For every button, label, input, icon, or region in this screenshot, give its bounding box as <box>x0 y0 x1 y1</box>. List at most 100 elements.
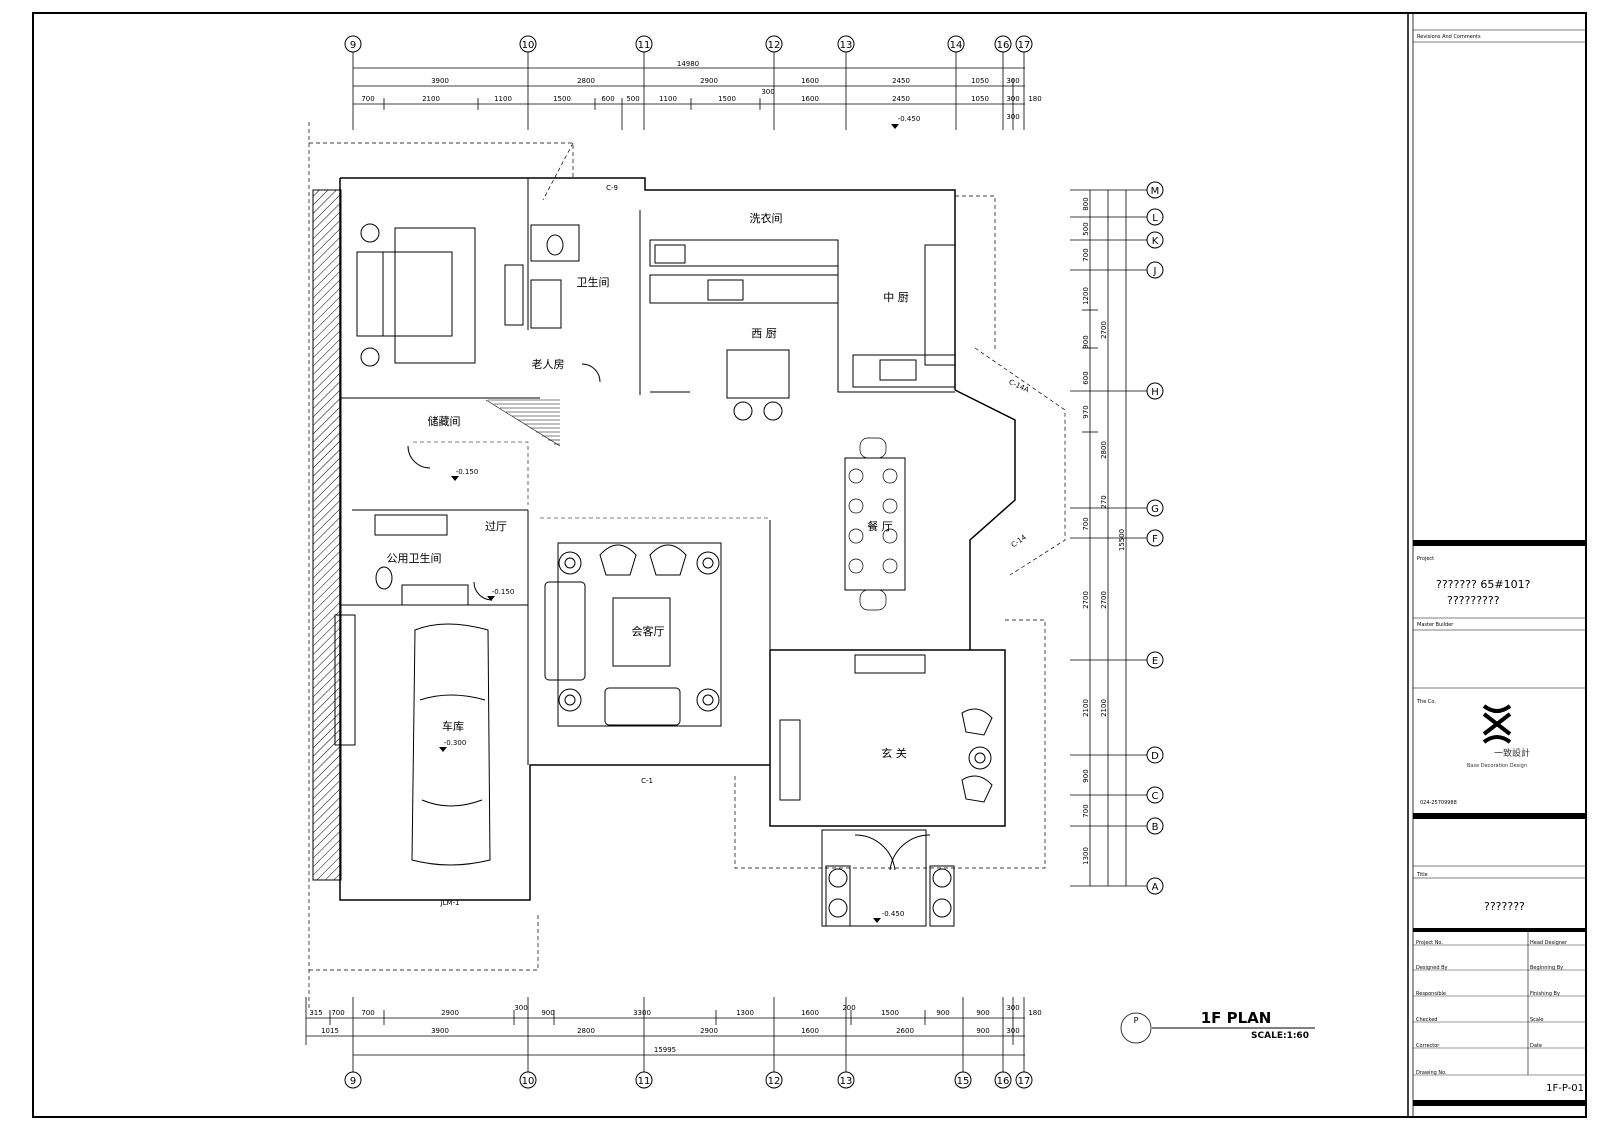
svg-text:180: 180 <box>1028 95 1041 103</box>
room-bathroom: 卫生间 <box>577 275 610 289</box>
svg-text:Corrector: Corrector <box>1416 1043 1440 1049</box>
svg-text:900: 900 <box>936 1009 949 1017</box>
svg-text:Beginning By: Beginning By <box>1530 965 1563 971</box>
room-western-kitchen: 西 厨 <box>751 327 777 340</box>
right-grid-axis <box>1070 189 1147 887</box>
svg-text:2100: 2100 <box>1100 699 1108 717</box>
logo-text: 一致設計 <box>1494 747 1530 759</box>
room-public-bath: 公用卫生间 <box>387 551 442 565</box>
svg-text:1300: 1300 <box>1082 847 1090 865</box>
room-chinese-kitchen: 中 厨 <box>883 291 909 304</box>
svg-text:2700: 2700 <box>1100 591 1108 609</box>
svg-text:1300: 1300 <box>736 1009 754 1017</box>
tb-owner-label: Master Builder <box>1417 622 1454 628</box>
plan-title: 1F PLAN <box>1201 1009 1272 1027</box>
right-grid-bubbles: M L K J H G F E D C B A <box>1146 181 1164 895</box>
svg-text:1600: 1600 <box>801 1027 819 1035</box>
grid-right-D: D <box>1151 751 1159 762</box>
svg-text:300: 300 <box>1006 113 1019 121</box>
room-labels: 洗衣间 中 厨 卫生间 西 厨 老人房 储藏间 过厅 餐 厅 公用卫生间 会客厅… <box>387 211 909 760</box>
svg-text:Date: Date <box>1530 1043 1542 1049</box>
svg-text:180: 180 <box>1028 1009 1041 1017</box>
svg-text:1500: 1500 <box>881 1009 899 1017</box>
svg-text:2100: 2100 <box>422 95 440 103</box>
svg-text:1600: 1600 <box>801 95 819 103</box>
svg-text:800: 800 <box>1082 197 1090 210</box>
svg-text:2900: 2900 <box>700 1027 718 1035</box>
svg-text:Checked: Checked <box>1416 1017 1437 1023</box>
svg-text:2600: 2600 <box>896 1027 914 1035</box>
grid-right-A: A <box>1152 882 1159 893</box>
grid-right-J: J <box>1153 266 1157 277</box>
tb-phone: 024-25709988 <box>1420 800 1457 806</box>
svg-text:1200: 1200 <box>1082 287 1090 305</box>
svg-text:700: 700 <box>1082 804 1090 817</box>
bottom-grid-axis <box>305 997 1025 1072</box>
svg-text:2700: 2700 <box>1100 321 1108 339</box>
svg-text:2700: 2700 <box>1082 591 1090 609</box>
svg-text:Project No.: Project No. <box>1416 940 1443 946</box>
bottom-grid-bubbles: 9 10 11 12 13 15 16 17 <box>344 1071 1033 1089</box>
room-living: 会客厅 <box>632 624 665 638</box>
svg-text:900: 900 <box>976 1009 989 1017</box>
grid-right-K: K <box>1152 236 1159 247</box>
svg-text:2800: 2800 <box>1100 441 1108 459</box>
tb-project-line2: ????????? <box>1447 594 1500 607</box>
grid-right-F: F <box>1152 534 1158 545</box>
grid-bottom-11: 11 <box>638 1076 651 1087</box>
grid-bottom-10: 10 <box>522 1076 535 1087</box>
svg-text:2800: 2800 <box>577 1027 595 1035</box>
grid-right-H: H <box>1151 387 1159 398</box>
svg-text:2450: 2450 <box>892 77 910 85</box>
svg-text:900: 900 <box>541 1009 554 1017</box>
svg-text:1100: 1100 <box>494 95 512 103</box>
tag-c9: C-9 <box>606 184 618 192</box>
svg-text:700: 700 <box>1082 517 1090 530</box>
right-dimensions: 800 500 700 1200 900 600 970 270 700 270… <box>1082 197 1126 865</box>
svg-text:270: 270 <box>1100 495 1108 508</box>
top-dimensions: 14980 3900 2800 2900 1600 2450 1050 300 … <box>361 60 1042 129</box>
svg-text:2900: 2900 <box>441 1009 459 1017</box>
tag-jlm: JLM-1 <box>440 899 460 907</box>
room-elder: 老人房 <box>532 358 565 371</box>
level-garage: -0.300 <box>444 739 467 747</box>
grid-top-9: 9 <box>350 40 356 51</box>
grid-top-11: 11 <box>638 40 651 51</box>
grid-top-17: 17 <box>1018 40 1031 51</box>
level-top: -0.450 <box>898 115 921 123</box>
grid-top-12: 12 <box>768 40 781 51</box>
room-laundry: 洗衣间 <box>750 211 783 225</box>
svg-text:970: 970 <box>1082 405 1090 418</box>
room-hall: 过厅 <box>485 520 507 533</box>
sheet-border <box>32 12 1587 1118</box>
svg-text:1050: 1050 <box>971 95 989 103</box>
title-block: Revisions And Comments Project ??????? 6… <box>1413 29 1586 1106</box>
grid-bottom-17: 17 <box>1018 1076 1031 1087</box>
svg-text:1050: 1050 <box>971 77 989 85</box>
tb-title-label: Title <box>1416 872 1428 878</box>
svg-text:600: 600 <box>1082 371 1090 384</box>
level-entry: -0.450 <box>882 910 905 918</box>
top-grid-axis <box>352 52 1025 130</box>
grid-right-C: C <box>1152 791 1159 802</box>
svg-text:300: 300 <box>1006 95 1019 103</box>
svg-text:900: 900 <box>1082 335 1090 348</box>
grid-bottom-13: 13 <box>840 1076 853 1087</box>
tb-title-value: ??????? <box>1484 900 1525 913</box>
svg-text:700: 700 <box>361 1009 374 1017</box>
svg-text:300: 300 <box>514 1004 527 1012</box>
bottom-dimensions: 315 700 700 2900 300 900 3300 1300 1600 … <box>309 1004 1041 1054</box>
svg-text:Finishing By: Finishing By <box>1530 991 1560 997</box>
tag-c1: C-1 <box>641 777 653 785</box>
svg-text:500: 500 <box>1082 222 1090 235</box>
tb-project-line1: ??????? 65#101? <box>1436 578 1531 591</box>
room-dining: 餐 厅 <box>867 519 893 533</box>
svg-text:200: 200 <box>842 1004 855 1012</box>
grid-bottom-16: 16 <box>997 1076 1010 1087</box>
top-grid-bubbles: 9 10 11 12 13 14 16 17 <box>344 35 1033 53</box>
level-bath: -0.150 <box>492 588 515 596</box>
svg-text:300: 300 <box>1006 1004 1019 1012</box>
grid-bottom-9: 9 <box>350 1076 356 1087</box>
